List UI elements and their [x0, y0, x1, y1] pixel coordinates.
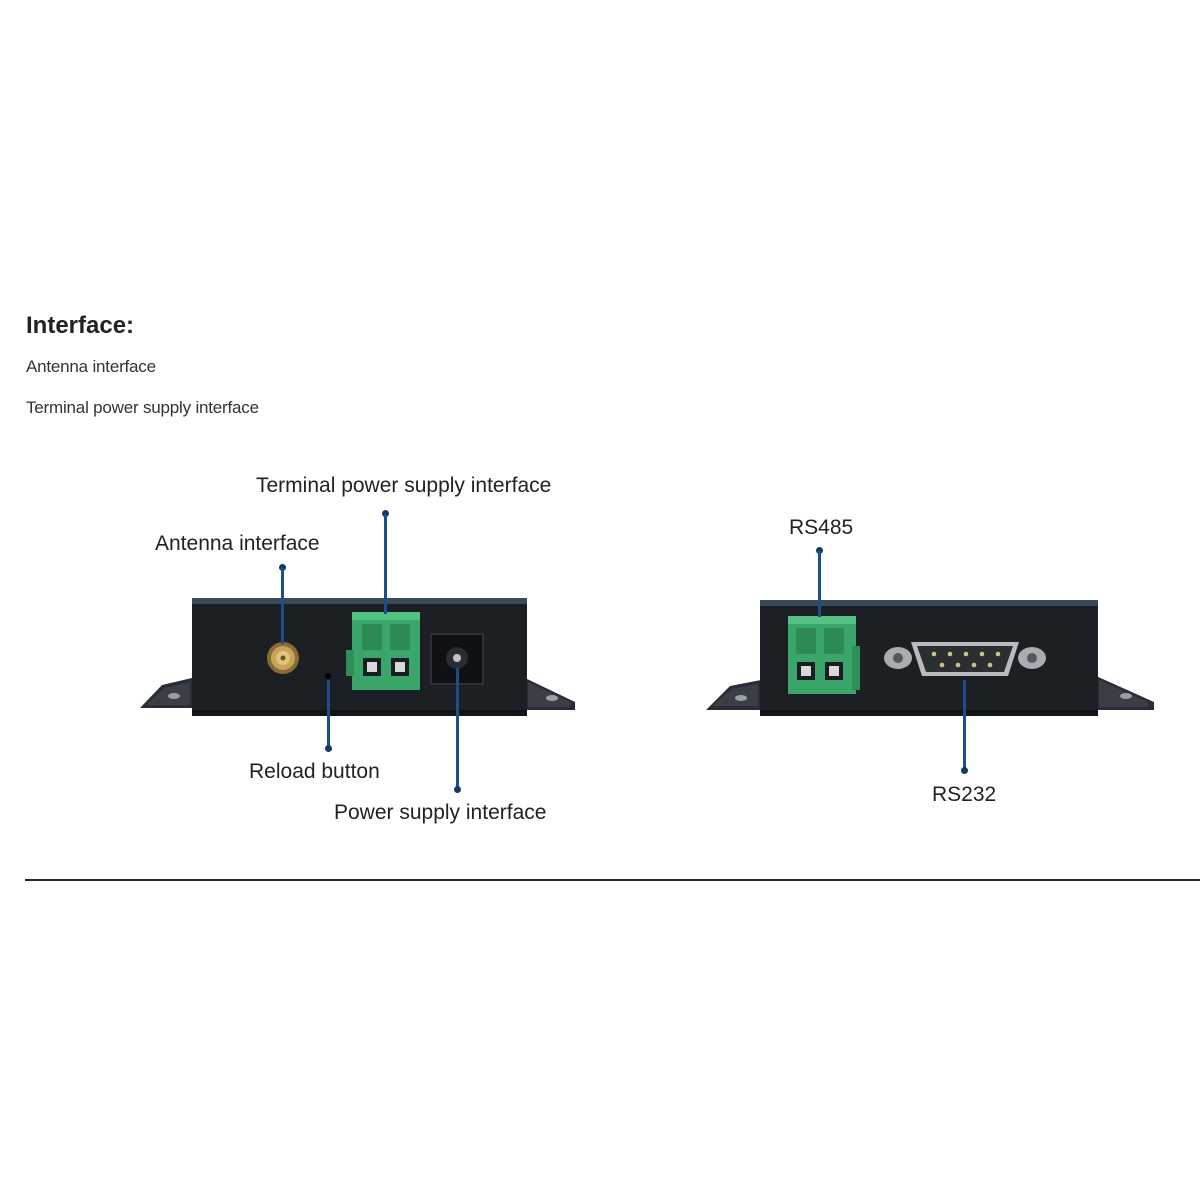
- leader-line-antenna: [281, 568, 284, 644]
- leader-line-terminal-power: [384, 514, 387, 614]
- leader-line-rs232: [963, 680, 966, 770]
- callout-terminal-power: Terminal power supply interface: [256, 474, 551, 498]
- leader-dot-reload: [325, 745, 332, 752]
- callout-reload: Reload button: [249, 760, 380, 784]
- leader-line-power: [456, 668, 459, 788]
- right-device-image: [706, 590, 1158, 720]
- callout-rs485: RS485: [789, 516, 853, 540]
- leader-line-reload: [327, 680, 330, 748]
- terminal-block: [346, 612, 420, 690]
- left-device-image: [140, 590, 580, 720]
- rs485-terminal-block: [788, 616, 860, 694]
- section-line-terminal-power: Terminal power supply interface: [26, 398, 259, 418]
- antenna-connector: [267, 642, 299, 674]
- reload-pinhole: [325, 673, 331, 679]
- section-line-antenna: Antenna interface: [26, 357, 156, 377]
- leader-line-rs485: [818, 551, 821, 617]
- callout-power: Power supply interface: [334, 801, 546, 825]
- callout-antenna: Antenna interface: [155, 532, 320, 556]
- section-divider: [25, 879, 1200, 881]
- leader-dot-power: [454, 786, 461, 793]
- callout-rs232: RS232: [932, 783, 996, 807]
- leader-dot-rs232: [961, 767, 968, 774]
- section-title: Interface:: [26, 312, 134, 340]
